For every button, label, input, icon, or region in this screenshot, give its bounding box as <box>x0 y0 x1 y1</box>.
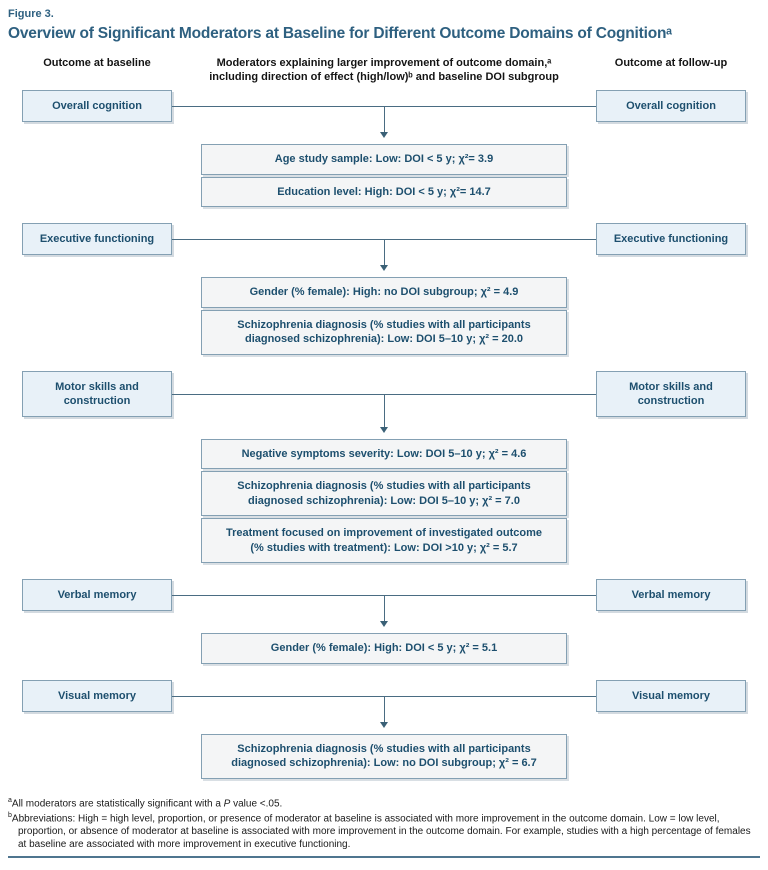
moderator-box: Schizophrenia diagnosis (% studies with … <box>201 471 567 516</box>
flow-group-motor-skills: Motor skills and construction Motor skil… <box>22 370 746 563</box>
figure-title: Overview of Significant Moderators at Ba… <box>8 25 672 42</box>
outcome-row: Motor skills and construction Motor skil… <box>22 370 746 417</box>
moderator-box: Education level: High: DOI < 5 y; χ²= 14… <box>201 176 567 207</box>
arrow-stem <box>383 106 385 133</box>
outcome-box-left: Executive functioning <box>22 223 172 255</box>
outcome-box-left: Motor skills and construction <box>22 370 172 417</box>
flow-diagram: Outcome at baseline Moderators explainin… <box>8 56 760 779</box>
arrowhead-icon <box>380 621 388 627</box>
column-headers: Outcome at baseline Moderators explainin… <box>22 56 746 84</box>
arrowhead-icon <box>380 265 388 271</box>
moderator-stack: Gender (% female): High: no DOI subgroup… <box>201 277 567 355</box>
arrow-stem <box>383 695 385 723</box>
arrow-stem <box>383 595 385 622</box>
outcome-row: Verbal memory Verbal memory <box>22 579 746 611</box>
outcome-box-right: Visual memory <box>596 679 746 712</box>
outcome-box-left: Verbal memory <box>22 579 172 611</box>
down-arrow <box>22 595 746 627</box>
footnote-b-text: Abbreviations: High = high level, propor… <box>11 813 751 850</box>
flow-group-overall-cognition: Overall cognition Overall cognition Age … <box>22 90 746 207</box>
footnote-a-text-end: value <.05. <box>230 797 283 809</box>
arrowhead-icon <box>380 721 388 728</box>
moderator-stack: Age study sample: Low: DOI < 5 y; χ²= 3.… <box>201 144 567 207</box>
outcome-box-right: Verbal memory <box>596 579 746 611</box>
down-arrow <box>22 239 746 271</box>
bottom-rule <box>8 856 760 859</box>
moderator-box: Negative symptoms severity: Low: DOI 5–1… <box>201 438 567 469</box>
moderator-box: Gender (% female): High: DOI < 5 y; χ² =… <box>201 633 567 664</box>
moderator-stack: Negative symptoms severity: Low: DOI 5–1… <box>201 438 567 563</box>
outcome-box-right: Overall cognition <box>596 90 746 122</box>
footnote-b-superscript: b <box>8 812 12 820</box>
footnote-a-p-italic: P <box>223 797 231 809</box>
moderator-box: Schizophrenia diagnosis (% studies with … <box>201 733 567 779</box>
footnotes: aAll moderators are statistically signif… <box>8 795 760 852</box>
flow-group-visual-memory: Visual memory Visual memory Schizophreni… <box>22 679 746 779</box>
down-arrow <box>22 695 746 728</box>
footnote-a-text: All moderators are statistically signifi… <box>11 797 224 809</box>
moderator-box: Gender (% female): High: no DOI subgroup… <box>201 277 567 308</box>
moderator-stack: Schizophrenia diagnosis (% studies with … <box>201 733 567 779</box>
column-header-moderators: Moderators explaining larger improvement… <box>209 57 559 83</box>
arrow-stem <box>383 239 385 266</box>
figure-label: Figure 3. <box>8 8 54 20</box>
moderator-box: Age study sample: Low: DOI < 5 y; χ²= 3.… <box>201 144 567 175</box>
footnote-a-superscript: a <box>8 796 12 804</box>
flow-group-executive-functioning: Executive functioning Executive function… <box>22 223 746 355</box>
outcome-box-right: Executive functioning <box>596 223 746 255</box>
arrowhead-icon <box>380 132 388 138</box>
down-arrow <box>22 393 746 433</box>
footnote-a: aAll moderators are statistically signif… <box>8 795 760 811</box>
moderator-box: Treatment focused on improvement of inve… <box>201 518 567 563</box>
outcome-row: Executive functioning Executive function… <box>22 223 746 255</box>
footnote-b: bAbbreviations: High = high level, propo… <box>8 810 760 851</box>
arrow-stem <box>383 393 385 428</box>
outcome-box-left: Overall cognition <box>22 90 172 122</box>
moderator-box: Schizophrenia diagnosis (% studies with … <box>201 309 567 355</box>
down-arrow <box>22 106 746 138</box>
outcome-row: Visual memory Visual memory <box>22 679 746 712</box>
column-header-followup: Outcome at follow-up <box>614 57 728 69</box>
arrowhead-icon <box>380 426 388 433</box>
moderator-stack: Gender (% female): High: DOI < 5 y; χ² =… <box>201 633 567 664</box>
column-header-baseline: Outcome at baseline <box>43 57 151 69</box>
flow-group-verbal-memory: Verbal memory Verbal memory Gender (% fe… <box>22 579 746 664</box>
outcome-box-left: Visual memory <box>22 679 172 712</box>
outcome-box-right: Motor skills and construction <box>596 370 746 417</box>
